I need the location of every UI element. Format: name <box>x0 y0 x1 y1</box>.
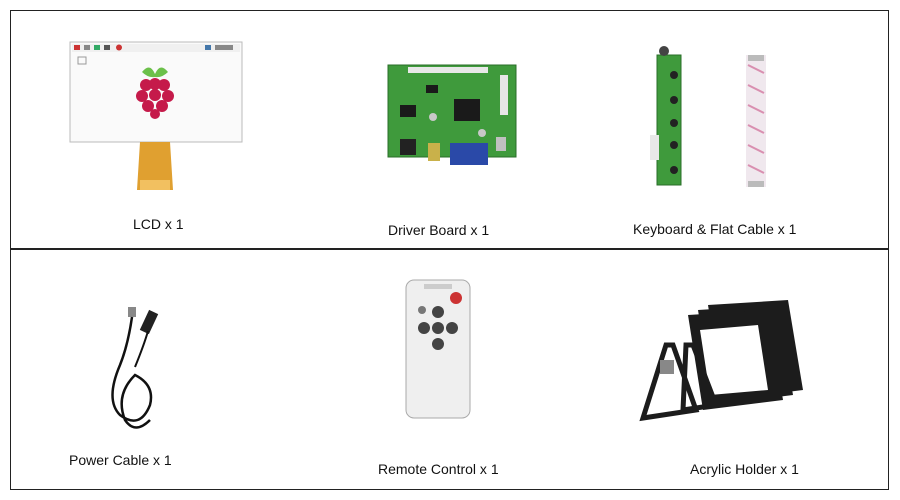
package-contents-frame <box>10 10 889 490</box>
item-label-remote-control: Remote Control x 1 <box>378 461 499 477</box>
item-label-power-cable: Power Cable x 1 <box>69 452 172 468</box>
power-cable-icon <box>111 307 159 429</box>
acrylic-holder-icon <box>639 300 803 422</box>
driver-board-icon <box>387 64 517 165</box>
item-label-keyboard-flat-cable: Keyboard & Flat Cable x 1 <box>633 221 797 237</box>
row-divider <box>10 248 889 250</box>
item-label-driver-board: Driver Board x 1 <box>388 222 490 238</box>
remote-control-icon <box>405 279 471 419</box>
item-label-lcd: LCD x 1 <box>133 216 184 232</box>
keyboard-flat-cable-icon <box>650 46 766 187</box>
item-label-acrylic-holder: Acrylic Holder x 1 <box>690 461 799 477</box>
lcd-panel-icon <box>69 41 243 190</box>
